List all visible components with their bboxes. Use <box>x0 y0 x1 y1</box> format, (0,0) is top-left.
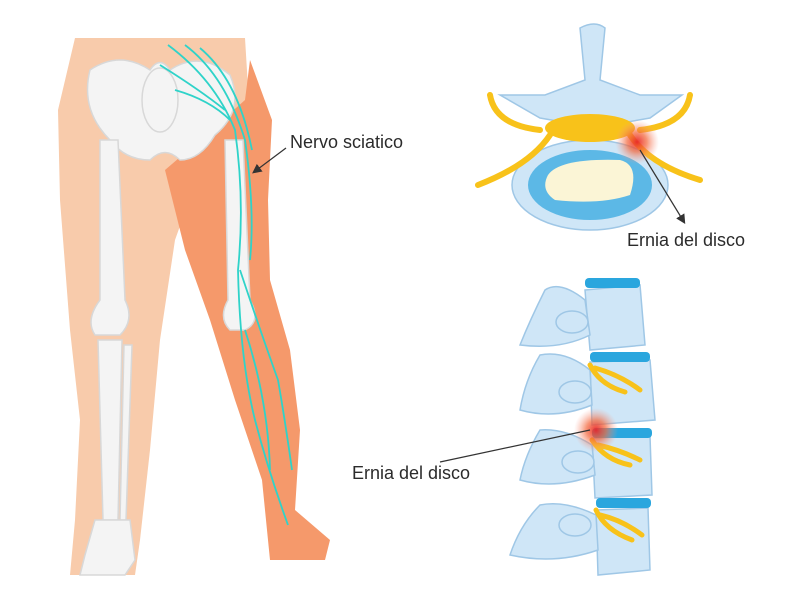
disc-nucleus <box>545 159 634 202</box>
spinal-nerves <box>475 92 703 188</box>
left-femur <box>90 139 130 336</box>
vertebra-cross-section <box>475 23 703 231</box>
sciatic-nerve <box>159 44 293 526</box>
label-disc-herniation-bottom: Ernia del disco <box>352 463 471 483</box>
label-disc-herniation-top: Ernia del disco <box>627 230 746 250</box>
herniation-highlight-top <box>615 120 659 164</box>
pointer-herniation-bottom <box>439 429 591 463</box>
pointer-herniation-top <box>639 149 686 225</box>
herniation-highlight-bottom <box>574 408 618 452</box>
label-sciatic-nerve: Nervo sciatico <box>290 132 404 152</box>
spine-side-view <box>509 278 656 576</box>
left-foot <box>79 519 136 576</box>
vertebra-posterior <box>497 23 685 126</box>
sacrum <box>141 67 179 133</box>
skeleton <box>79 59 256 576</box>
pointer-sciatic-nerve <box>252 147 287 174</box>
spinal-cord <box>545 114 635 142</box>
left-tibia <box>97 339 123 521</box>
